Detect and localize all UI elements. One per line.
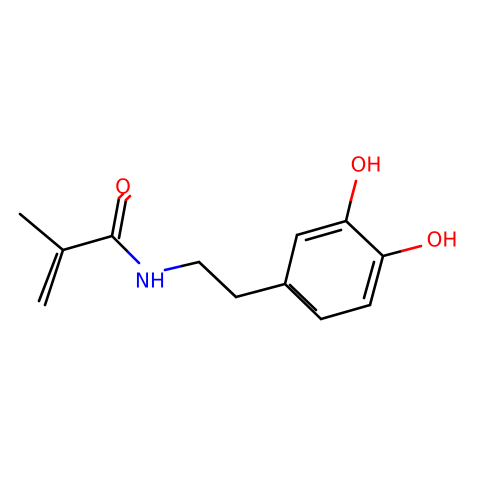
hydroxyl-top-bond-oxygen	[349, 179, 358, 202]
chain-bond-nitrogen	[163, 264, 184, 272]
carbonyl-bond-right	[117, 198, 128, 240]
amide-bond-nitrogen	[126, 250, 141, 265]
alpha-carbon-bond	[61, 234, 114, 252]
ring-inner-bond-3	[288, 283, 318, 312]
ring-inner-bond-2	[362, 260, 376, 300]
ring-inner-bond-1	[304, 228, 343, 242]
carbonyl-bond-right-o	[124, 194, 132, 202]
ring-bond-3	[344, 219, 385, 258]
hydroxyl-top-bond-carbon	[344, 198, 353, 223]
ring-bond-4	[368, 254, 385, 307]
chain-bond-1	[180, 260, 201, 268]
vinyl-double-bond-outer	[43, 248, 65, 307]
ring-bond-6	[283, 282, 323, 321]
amide-nitrogen-label: NH	[135, 269, 165, 293]
carbonyl-bond-left-o	[117, 192, 125, 200]
ring-bond-1	[283, 233, 299, 286]
carbonyl-bond-left	[110, 196, 121, 238]
hydroxyl-right-bond-carbon	[381, 249, 404, 258]
vinyl-double-bond-inner	[37, 252, 59, 303]
hydroxyl-right-bond-oxygen	[400, 244, 423, 253]
ring-bond-2	[295, 219, 348, 237]
chain-bond-2	[197, 260, 238, 299]
hydroxyl-top-label: OH	[351, 153, 382, 177]
hydroxyl-right-label: OH	[427, 228, 458, 252]
methyl-bond	[18, 212, 65, 252]
amide-bond-carbon	[110, 234, 130, 254]
carbonyl-oxygen-label: O	[115, 175, 131, 199]
chain-bond-3	[234, 282, 287, 299]
ring-bond-5	[319, 303, 372, 321]
